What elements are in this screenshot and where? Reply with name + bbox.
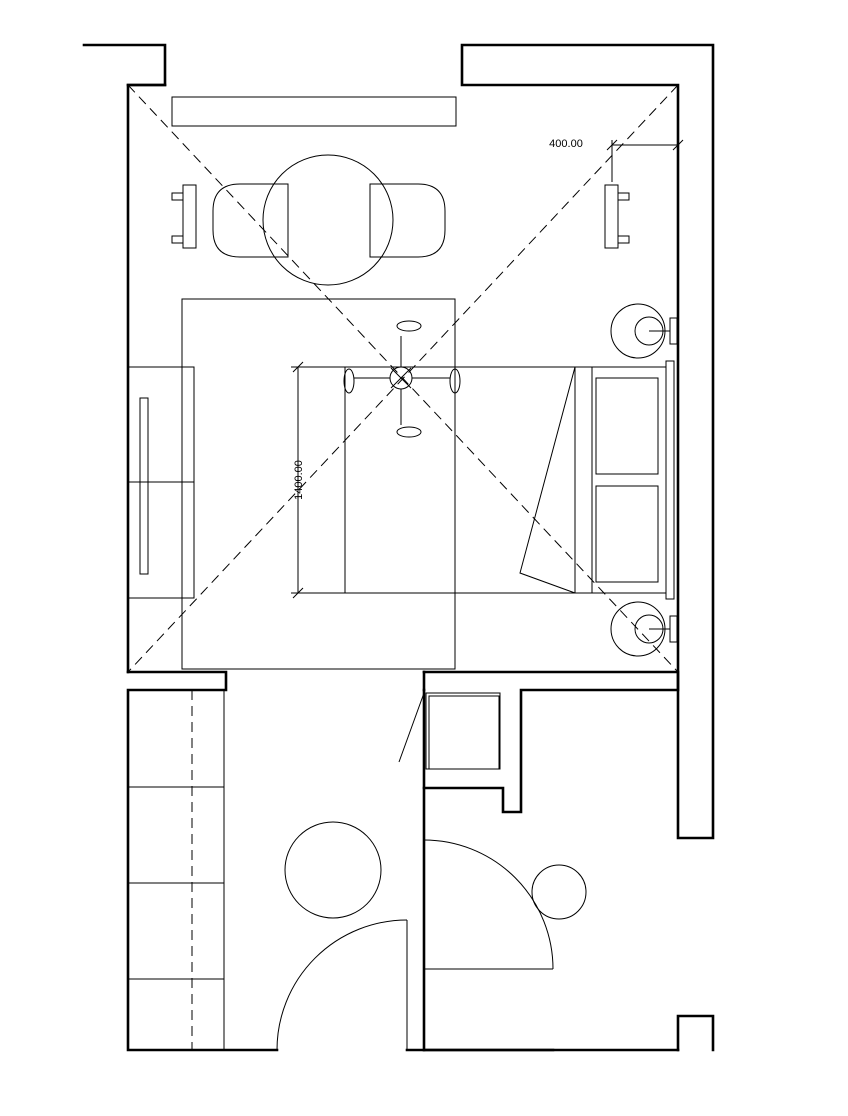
diagonal-2 (127, 84, 679, 673)
bathroom (423, 839, 587, 970)
wall-bottom-return (676, 1014, 715, 1052)
dimension-vertical: 1400.00 (291, 361, 345, 599)
ceiling-fan (343, 320, 461, 438)
partition-right (422, 670, 680, 814)
dimension-horizontal: 400.00 (549, 138, 684, 182)
blanket-fold (519, 366, 576, 594)
niche-cabinet (425, 692, 501, 770)
partition-left (126, 670, 279, 1052)
bracket-left (171, 184, 197, 249)
side-table (284, 821, 382, 919)
wardrobe (127, 366, 195, 599)
round-table (262, 154, 394, 286)
wall-top-left (82, 43, 167, 674)
bedroom: 1400.00 400.00 (127, 84, 684, 673)
headboard (665, 360, 675, 600)
closet (128, 690, 225, 1050)
dimension-vertical-label: 1400.00 (293, 460, 305, 500)
bed (344, 360, 675, 600)
chair-left (212, 183, 289, 258)
bracket-right (604, 184, 630, 249)
entry-door-swing (276, 919, 408, 1051)
entry (276, 692, 501, 1051)
dimension-horizontal-label: 400.00 (549, 138, 583, 150)
bathroom-door-swing (423, 839, 554, 970)
pillow-bottom (595, 485, 659, 583)
rug (181, 298, 456, 670)
chair-right (369, 183, 446, 258)
walls (82, 43, 715, 1052)
pillow-top (595, 377, 659, 475)
bedroom-door-leaf (398, 692, 425, 763)
lamp-top (610, 303, 678, 359)
window-shelf (171, 96, 457, 127)
lamp-bottom (610, 601, 678, 657)
washbasin (531, 864, 587, 920)
